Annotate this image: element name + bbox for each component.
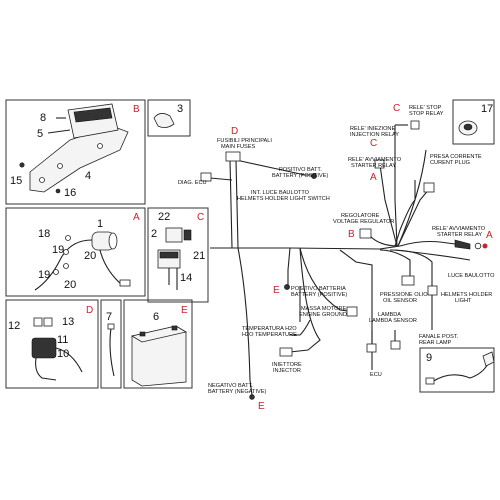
- label-regulator-en: VOLTAGE REGULATOR: [333, 219, 394, 225]
- label-rear-lamp-en: REAR LAMP: [419, 340, 452, 346]
- part-number-11: 11: [57, 334, 68, 346]
- label-engine-ground-it: MASSA MOTORE: [301, 306, 347, 312]
- regulator-bracket-drawing: [19, 103, 129, 194]
- label-water-temp-en: H2O TEMPERATURE: [242, 332, 297, 338]
- label-helmet-light-it: LUCE BAULOTTO: [448, 273, 495, 279]
- inset-box-7: [100, 299, 122, 389]
- label-helmet-light-en-1: HELMETS HOLDER: [441, 292, 492, 298]
- main-harness: [209, 124, 471, 396]
- part-number-14: 14: [180, 272, 192, 284]
- label-current-plug-it: PRESA CORRENTE: [430, 154, 482, 160]
- label-helmet-switch-it: INT. LUCE BAULOTTO: [251, 190, 310, 196]
- power-socket-drawing: [458, 120, 478, 136]
- part-number-20-a: 20: [84, 250, 96, 262]
- label-starter-relay-en: STARTER RELAY: [351, 163, 396, 169]
- label-battery-negative-it: NEGATIVO BATT.: [208, 383, 253, 389]
- part-number-1: 1: [97, 218, 103, 230]
- label-starter-relay-it: RELE' AVVIAMENTO: [348, 157, 402, 163]
- part-number-16: 16: [64, 187, 76, 199]
- inset-box-c: [147, 207, 209, 303]
- panel-letter-c-left: C: [197, 212, 204, 223]
- panel-letter-b: B: [133, 104, 140, 115]
- inset-box-d: [5, 299, 99, 389]
- label-battery-positive-en: BATTERY (POSITIVE): [272, 173, 328, 179]
- part-number-6: 6: [153, 311, 159, 323]
- part-number-18: 18: [38, 228, 50, 240]
- harness-reference-markers: [482, 243, 488, 249]
- label-lambda-it: LAMBDA: [378, 312, 401, 318]
- label-current-plug-en: CURENT PLUG: [430, 160, 470, 166]
- label-rear-lamp-it: FANALE POST.: [419, 334, 459, 340]
- panel-letter-d-left: D: [86, 305, 93, 316]
- battery-cable-drawing: [107, 323, 115, 377]
- label-main-fuses-en: MAIN FUSES: [221, 144, 255, 150]
- label-injector-en: INJECTOR: [273, 368, 301, 374]
- part-number-10: 10: [57, 348, 69, 360]
- inset-box-17: [452, 99, 495, 145]
- relay-pair-drawing: [157, 227, 192, 290]
- label-battery-positive-2-it: POSITIVO BATTERIA: [291, 286, 346, 292]
- label-injector-it: INIETTORE: [272, 362, 302, 368]
- label-ecu: ECU: [370, 372, 382, 378]
- panel-letter-a-left: A: [133, 212, 140, 223]
- label-stop-relay-it: RELE' STOP: [409, 105, 442, 111]
- label-oil-sensor-en: OIL SENSOR: [383, 298, 417, 304]
- part-number-2: 2: [151, 228, 157, 240]
- part-number-19-a: 19: [52, 244, 64, 256]
- battery-drawing: [130, 325, 188, 387]
- harness-letter-c: C: [370, 138, 377, 149]
- part-number-4: 4: [85, 170, 91, 182]
- part-number-9: 9: [426, 352, 432, 364]
- label-water-temp-it: TEMPERATURA H2O: [242, 326, 297, 332]
- harness-letter-d: D: [231, 126, 238, 137]
- part-number-15: 15: [10, 175, 22, 187]
- label-battery-positive-it: POSITIVO BATT.: [279, 167, 322, 173]
- part-number-12: 12: [8, 320, 20, 332]
- label-main-fuses-it: FUSIBILI PRINCIPALI: [217, 138, 272, 144]
- label-injection-relay-it: RELE' INIEZIONE: [350, 126, 395, 132]
- harness-letter-c-top: C: [393, 103, 400, 114]
- lambda-sensor-drawing: [425, 351, 495, 385]
- clamp-drawing: [153, 113, 175, 128]
- inset-box-a: [5, 207, 146, 297]
- label-stop-relay-en: STOP RELAY: [409, 111, 444, 117]
- harness-letter-a: A: [370, 172, 377, 183]
- inset-box-3: [147, 99, 191, 137]
- panel-letter-e-left: E: [181, 305, 188, 316]
- inset-box-e: [123, 299, 193, 389]
- label-starter-relay-2-it: RELE' AVVIAMENTO: [432, 226, 486, 232]
- label-diag-ecu: DIAG. ECU: [178, 180, 207, 186]
- label-engine-ground-en: ENGINE GROUND: [299, 312, 347, 318]
- part-number-7: 7: [106, 311, 112, 323]
- label-battery-negative-en: BATTERY (NEGATIVE): [208, 389, 266, 395]
- label-lambda-en: LAMBDA SENSOR: [369, 318, 417, 324]
- part-number-19-b: 19: [38, 269, 50, 281]
- label-battery-positive-2-en: BATTERY (POSITIVE): [291, 292, 347, 298]
- harness-letter-b: B: [348, 229, 355, 240]
- part-number-17: 17: [481, 103, 493, 115]
- part-number-21: 21: [193, 250, 205, 262]
- part-number-5: 5: [37, 128, 43, 140]
- part-number-3: 3: [177, 103, 183, 115]
- connectors: [200, 120, 482, 400]
- label-regulator-it: REGOLATORE: [341, 213, 380, 219]
- starter-relay-drawing: [34, 231, 131, 291]
- fuse-holder-drawing: [31, 317, 83, 381]
- inset-box-b: [5, 99, 146, 205]
- part-number-13: 13: [62, 316, 74, 328]
- part-number-8: 8: [40, 112, 46, 124]
- part-number-22: 22: [158, 211, 170, 223]
- inset-box-9: [419, 347, 495, 393]
- label-starter-relay-2-en: STARTER RELAY: [437, 232, 482, 238]
- label-oil-sensor-it: PRESSIONE OLIO: [380, 292, 428, 298]
- label-helmet-light-en-2: LIGHT: [455, 298, 472, 304]
- label-injection-relay-en: INJECTION RELAY: [350, 132, 399, 138]
- harness-letter-a-right: A: [486, 230, 493, 241]
- label-helmet-switch-en: HELMETS HOLDER LIGHT SWITCH: [237, 196, 330, 202]
- harness-letter-e-bottom: E: [258, 401, 265, 412]
- harness-letter-e-top: E: [273, 285, 280, 296]
- part-number-20-b: 20: [64, 279, 76, 291]
